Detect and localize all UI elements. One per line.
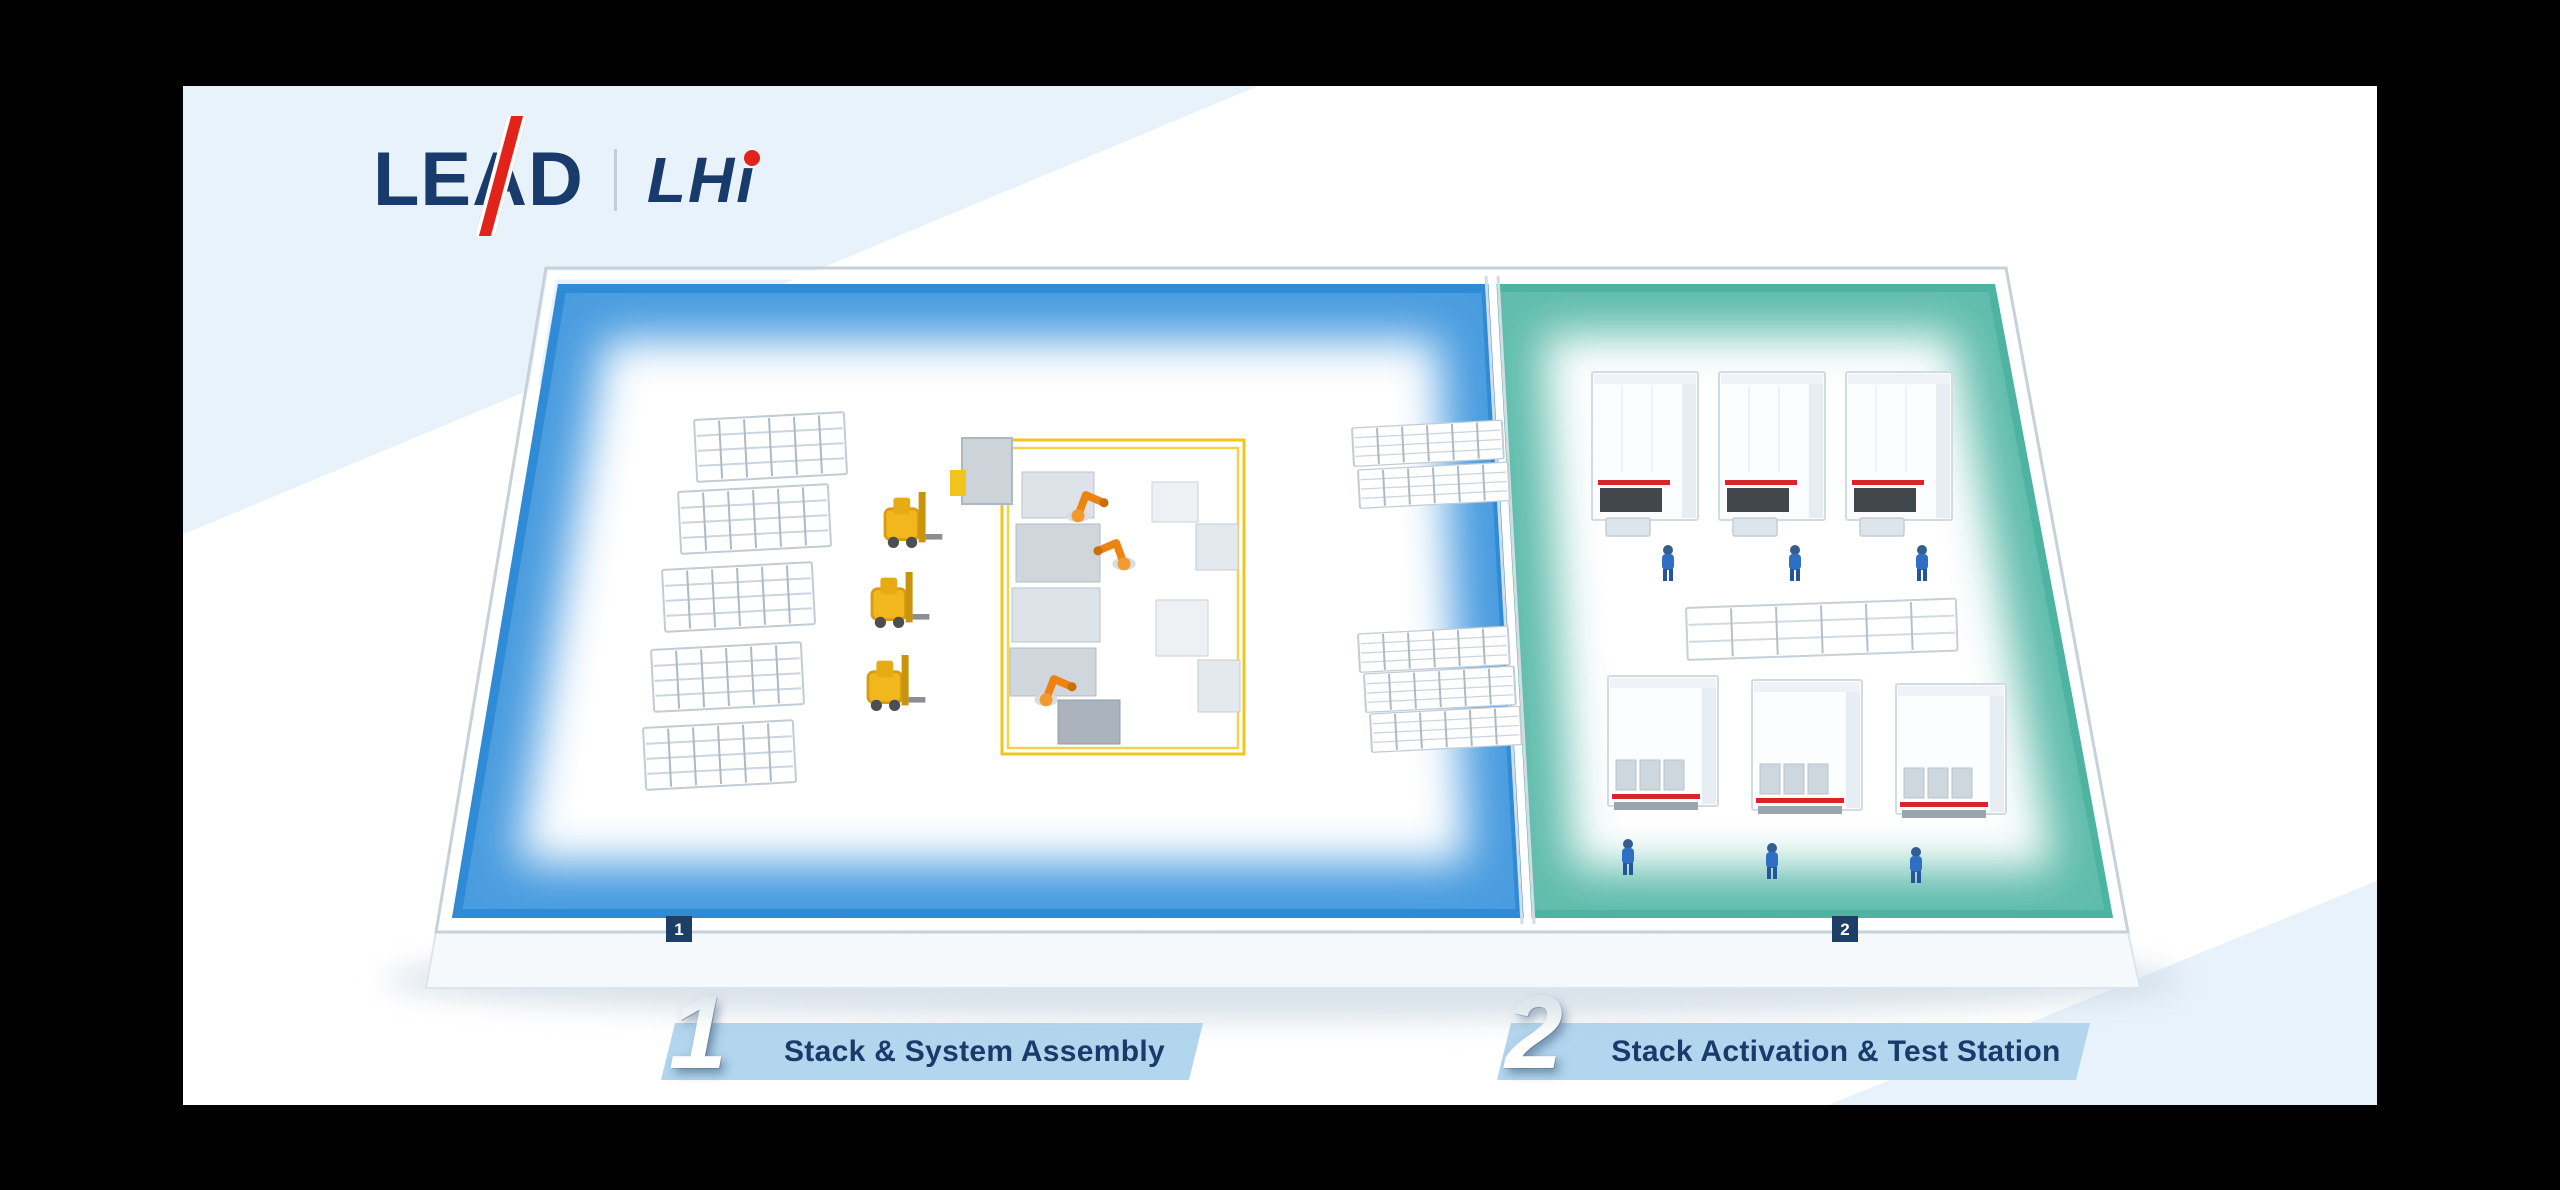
- legend-label-2: Stack Activation & Test Station: [1611, 1034, 2061, 1068]
- lhi-logo: LHi: [647, 148, 762, 212]
- zone1-assembly-floor: [452, 284, 1525, 918]
- legend-label-1: Stack & System Assembly: [784, 1034, 1165, 1068]
- test-chamber: [1718, 371, 1826, 537]
- assembly-line-machines: [1009, 471, 1121, 745]
- robot-assembly-cell: [950, 437, 1246, 756]
- test-chamber: [1845, 371, 1953, 537]
- lead-logo-text: LEAD: [373, 137, 584, 222]
- legend-bar-1: Stack & System Assembly: [661, 1023, 1203, 1080]
- conveyor-line: [1363, 665, 1517, 714]
- legend-item-2: Stack Activation & Test Station 2: [1497, 981, 2090, 1087]
- safety-fence-inner: [1006, 446, 1240, 750]
- zone1-marker-label: 1: [674, 920, 683, 939]
- conveyor-line: [1357, 461, 1511, 510]
- legend-item-1: Stack & System Assembly 1: [661, 981, 1203, 1087]
- conveyor-line: [1351, 419, 1505, 468]
- pallet-rack: [661, 561, 817, 633]
- pallet-rack: [677, 483, 833, 555]
- access-stairs: [950, 470, 966, 496]
- safety-fence: [1000, 438, 1246, 756]
- zone2-marker: 2: [1832, 916, 1858, 942]
- lead-logo: LEAD: [373, 116, 584, 236]
- conveyor-line: [1369, 705, 1523, 754]
- legend-bar-2: Stack Activation & Test Station: [1497, 1023, 2090, 1080]
- perimeter-walls: [434, 266, 2130, 934]
- lhi-logo-red-dot-icon: [743, 150, 760, 166]
- zone2-marker-label: 2: [1840, 920, 1849, 939]
- pallet-rack: [650, 641, 806, 713]
- test-station: [1895, 683, 2007, 819]
- gantry-tower: [961, 437, 1013, 505]
- logo-lockup: LEAD LHi: [373, 116, 762, 236]
- pallet-rack: [693, 411, 849, 483]
- buffer-shelf: [1685, 597, 1959, 661]
- logo-divider: [613, 149, 617, 211]
- lhi-logo-text: LHi: [646, 144, 756, 216]
- test-station: [1751, 679, 1863, 815]
- zone1-marker: 1: [666, 916, 692, 942]
- conveyor-line: [1357, 625, 1511, 674]
- test-station: [1607, 675, 1719, 811]
- pallet-rack: [642, 719, 798, 791]
- test-chamber: [1591, 371, 1699, 537]
- control-cabinets: [1151, 481, 1241, 713]
